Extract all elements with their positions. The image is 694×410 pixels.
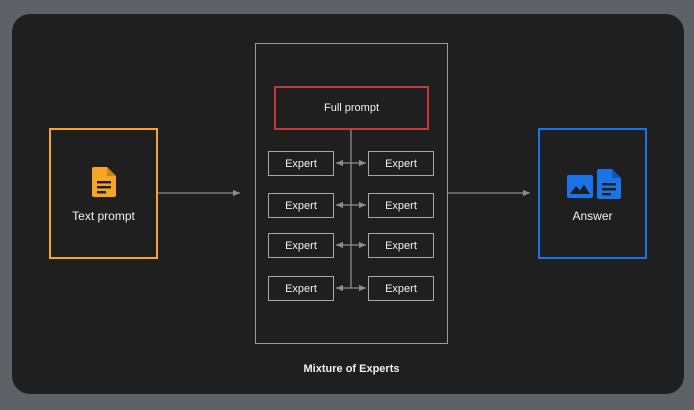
input-node: Text prompt [49, 128, 158, 259]
expert-right-1: Expert [368, 151, 434, 176]
diagram-canvas: Text prompt Full prompt Expert Expert Ex… [12, 14, 684, 394]
output-label: Answer [572, 209, 613, 223]
expert-left-4: Expert [268, 276, 334, 301]
moe-caption: Mixture of Experts [303, 363, 400, 375]
expert-left-3: Expert [268, 233, 334, 258]
image-icon [567, 175, 593, 198]
output-node: Answer [538, 128, 647, 259]
moe-container [255, 43, 448, 344]
document-icon [597, 169, 621, 199]
expert-left-1: Expert [268, 151, 334, 176]
input-label: Text prompt [72, 209, 135, 223]
expert-left-2: Expert [268, 193, 334, 218]
expert-right-4: Expert [368, 276, 434, 301]
expert-right-3: Expert [368, 233, 434, 258]
full-prompt-box: Full prompt [274, 86, 429, 130]
document-icon [92, 167, 116, 197]
expert-right-2: Expert [368, 193, 434, 218]
